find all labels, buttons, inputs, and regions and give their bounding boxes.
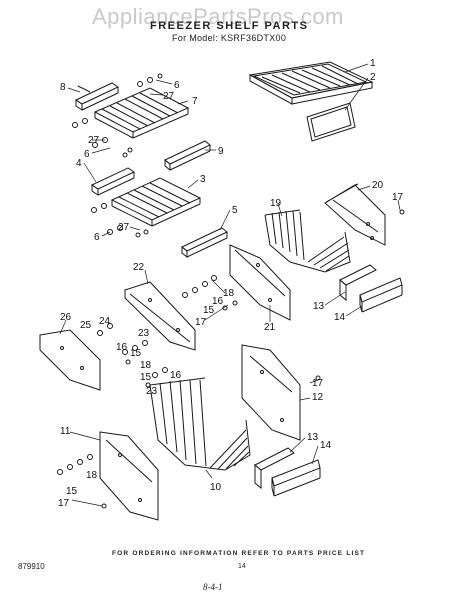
watermark: AppliancePartsPros.com [92,4,344,29]
side-panel-part-12 [241,344,301,441]
callout-17: 17 [195,317,207,328]
callout-17: 17 [392,192,404,203]
callout-17: 17 [58,498,70,509]
side-panel-part-20 [324,183,386,246]
callout-19: 19 [270,198,282,209]
page-number: 14 [238,563,246,570]
ordering-note: FOR ORDERING INFORMATION REFER TO PARTS … [112,550,366,557]
screws-right-middle [182,209,405,311]
callout-1: 1 [370,58,376,69]
wire-basket-part-19 [264,209,351,273]
callout-17: 17 [312,378,324,389]
callout-15: 15 [130,348,142,359]
wire-shelf-part-3 [110,177,202,227]
cover-part-14-lower [271,459,321,497]
callout-6: 6 [94,232,100,243]
callout-18: 18 [140,360,152,371]
callout-24: 24 [99,316,111,327]
wire-basket-part-10 [149,377,251,471]
rail-part-8 [74,82,120,111]
callout-9: 9 [218,146,224,157]
screws-bottom [57,375,321,509]
rail-part-9 [164,140,211,172]
callout-22: 22 [133,262,145,273]
callout-12: 12 [312,392,324,403]
glass-shelf-part-1 [248,61,374,105]
screws-clips-top [72,73,163,238]
callout-7: 7 [192,96,198,107]
callout-14: 14 [334,312,346,323]
callout-27: 27 [118,222,130,233]
callout-11: 11 [60,426,71,437]
callout-15: 15 [66,486,78,497]
callout-16: 16 [116,342,128,353]
callout-25: 25 [80,320,92,331]
shelf-trim-part-2 [306,102,356,142]
callout-4: 4 [76,158,82,169]
page-title: FREEZER SHELF PARTS [150,20,309,32]
cover-part-14-upper [359,277,403,313]
callout-5: 5 [232,205,238,216]
callout-21: 21 [264,322,276,333]
callout-27: 27 [88,135,100,146]
bracket-part-13-lower [254,447,295,490]
side-panel-part-22 [124,281,196,351]
callout-16: 16 [212,296,224,307]
callout-16: 16 [170,370,182,381]
rail-part-4 [90,167,136,196]
callout-labels: 1 2 6 27 7 8 27 6 9 4 3 5 6 27 20 17 19 … [58,58,404,509]
side-panel-part-11 [99,431,159,521]
callout-leader-lines [59,63,401,507]
screws-left-middle [97,323,168,388]
callout-18: 18 [223,288,235,299]
reference-code: 879910 [18,562,45,571]
callout-20: 20 [372,180,384,191]
callout-18: 18 [86,470,98,481]
callout-6: 6 [174,80,180,91]
callout-27: 27 [163,91,175,102]
callout-26: 26 [60,312,72,323]
callout-13: 13 [307,432,319,443]
side-panel-part-26 [39,329,101,391]
model-subtitle: For Model: KSRF36DTX00 [172,33,287,43]
rail-part-5 [181,227,228,259]
callout-8: 8 [60,82,66,93]
callout-23: 23 [146,386,158,397]
callout-6: 6 [84,149,90,160]
bracket-part-13-upper [339,264,377,302]
side-panel-part-21 [229,244,291,321]
callout-23: 23 [138,328,150,339]
wire-shelf-part-7 [93,87,190,139]
callout-13: 13 [313,301,325,312]
callout-14: 14 [320,440,332,451]
callout-15: 15 [140,372,152,383]
callout-15: 15 [203,305,215,316]
callout-2: 2 [370,72,376,83]
sheet-id: 8-4-1 [203,582,223,592]
callout-3: 3 [200,174,206,185]
callout-10: 10 [210,482,222,493]
